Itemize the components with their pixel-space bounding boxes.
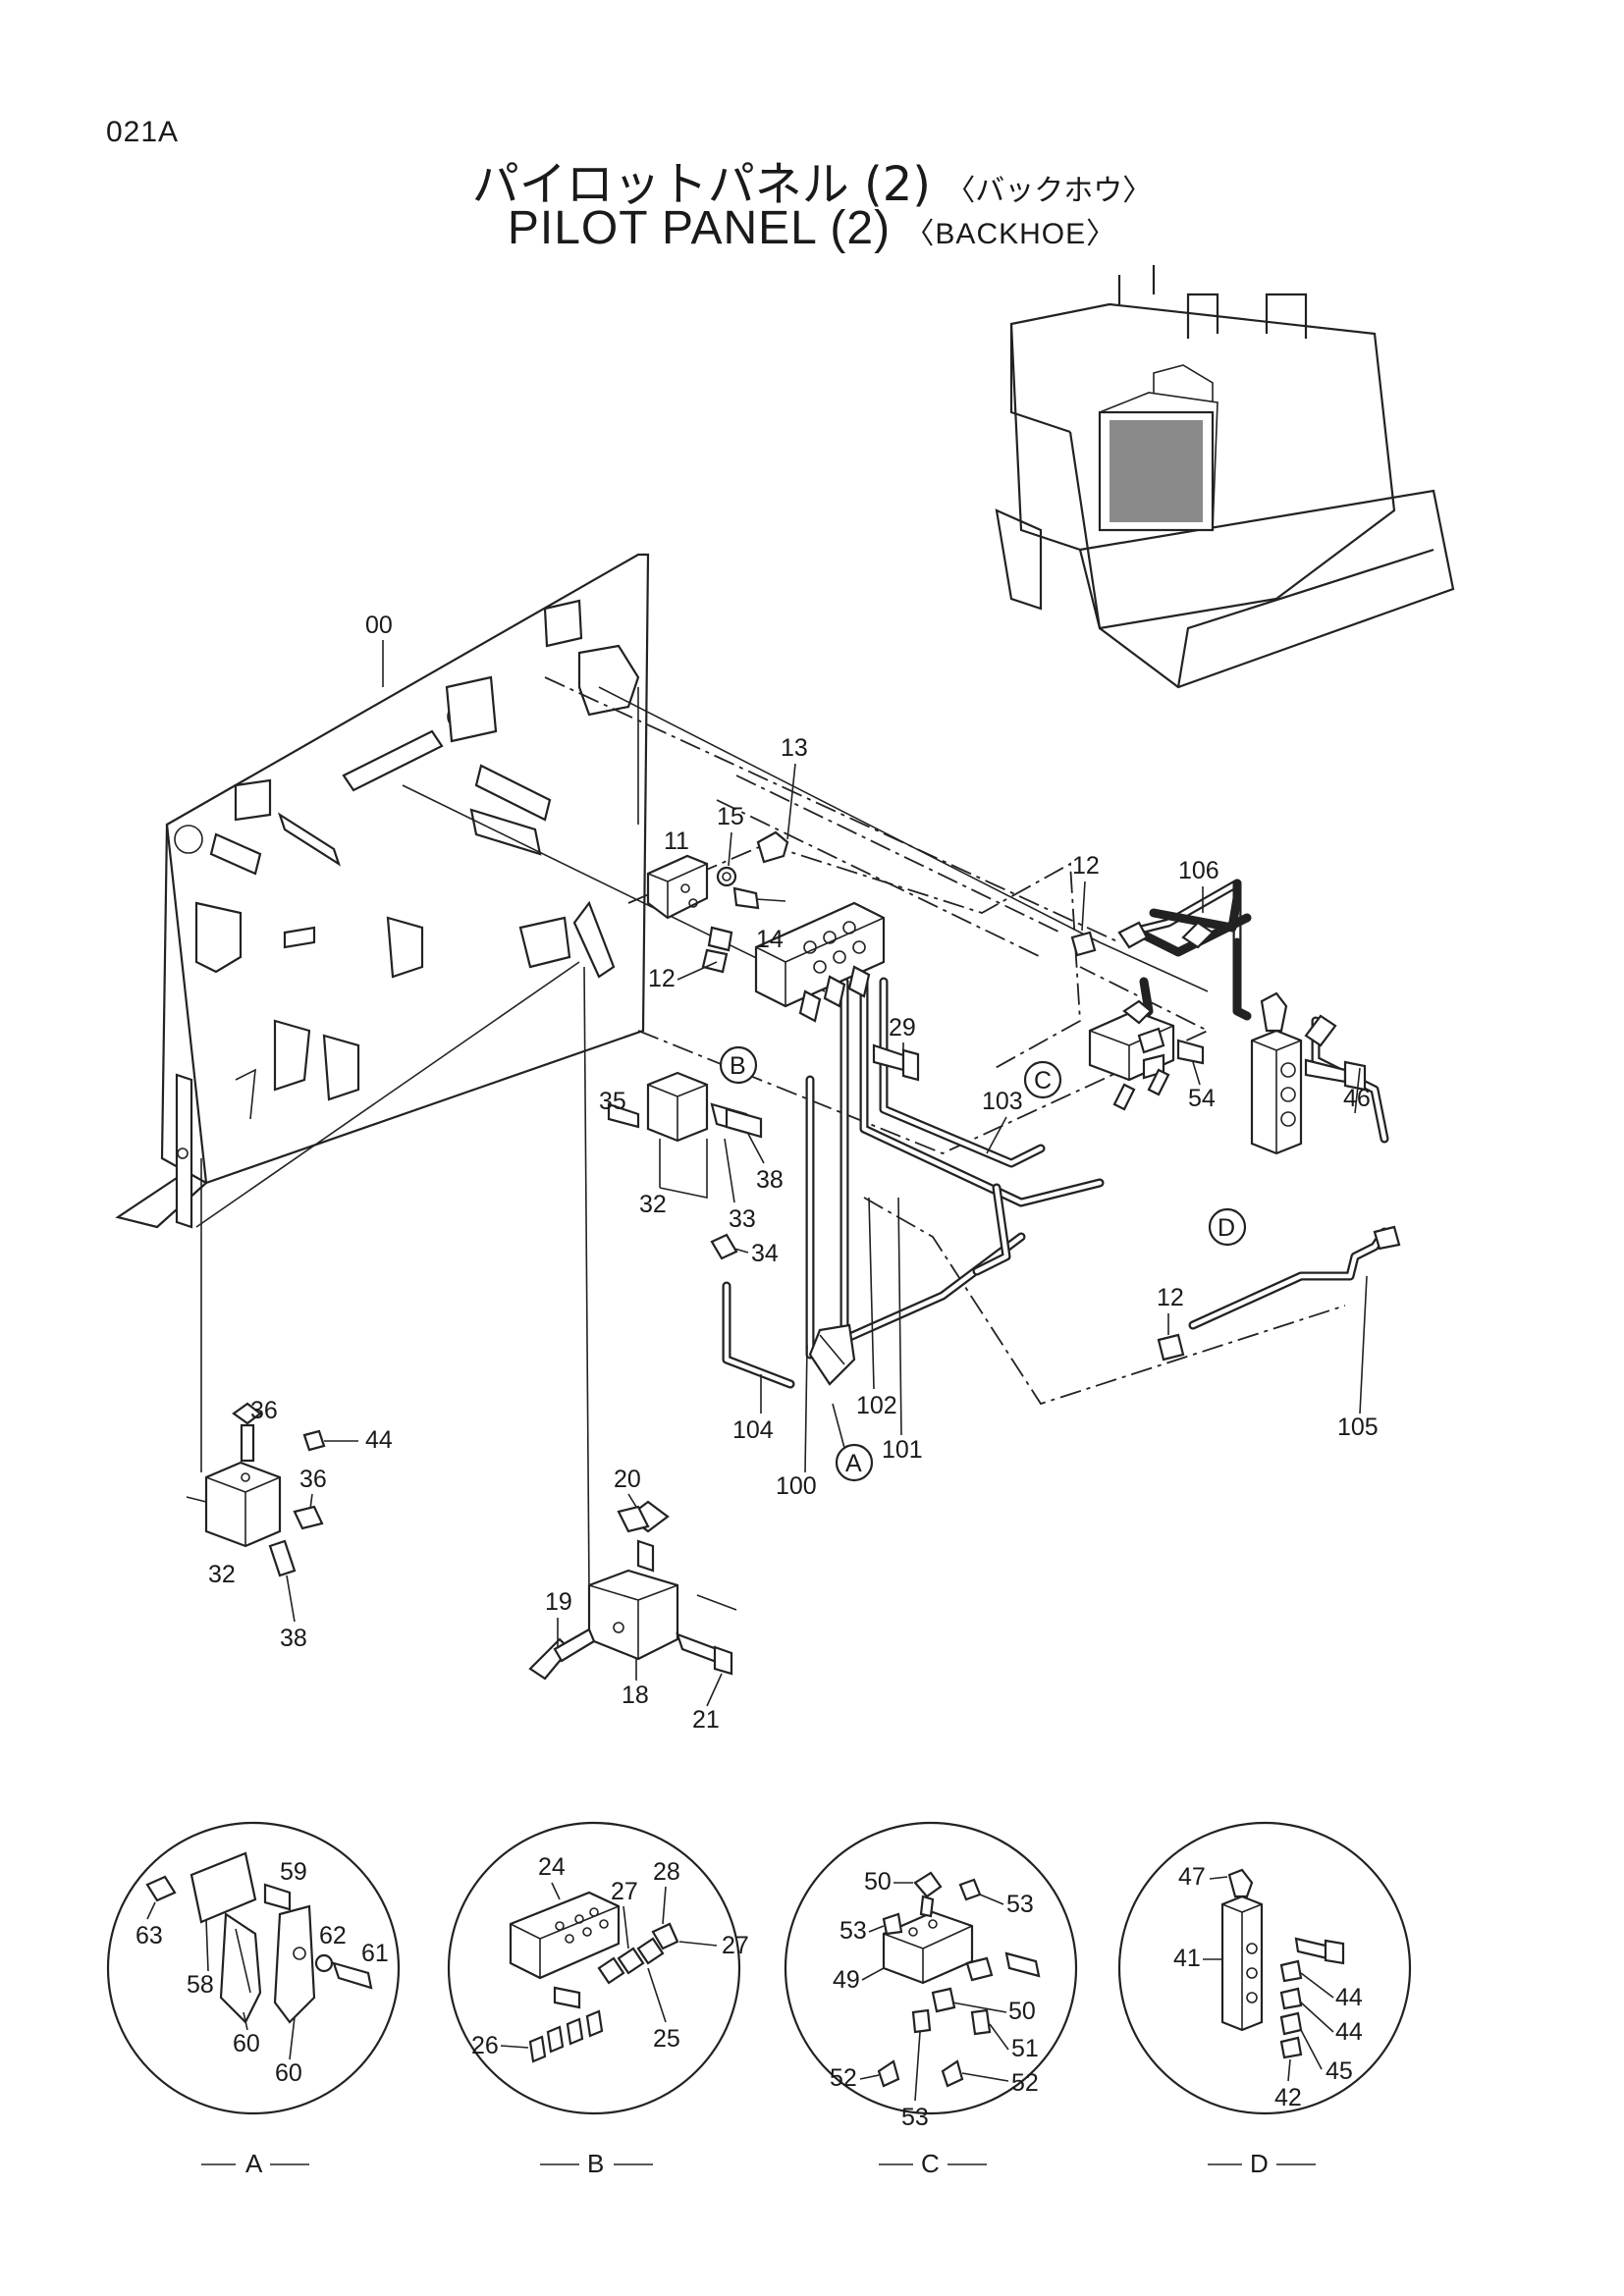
callout-38-lower: 38 bbox=[280, 1625, 307, 1652]
title-japanese: パイロットパネル (2) 〈バックホウ〉 bbox=[0, 145, 1624, 214]
detail-D-label-44b: 44 bbox=[1335, 2018, 1363, 2046]
detail-A-letter: A bbox=[245, 2149, 263, 2178]
view-marker-D: D bbox=[1218, 1214, 1235, 1242]
detail-A-label-61: 61 bbox=[361, 1940, 389, 1967]
detail-D-label-42: 42 bbox=[1274, 2084, 1302, 2111]
title-english: PILOT PANEL (2) 〈BACKHOE〉 bbox=[0, 201, 1624, 255]
fittings-12-and-54 bbox=[1070, 921, 1401, 1362]
callout-35: 35 bbox=[599, 1088, 626, 1115]
valve-block-D bbox=[1250, 991, 1367, 1155]
callout-11: 11 bbox=[664, 828, 689, 855]
detail-view-A: 59 63 58 60 60 62 61 A bbox=[106, 1821, 401, 2178]
view-marker-B: B bbox=[730, 1052, 746, 1080]
detail-D-label-47: 47 bbox=[1178, 1863, 1206, 1891]
detail-B-label-27b: 27 bbox=[722, 1932, 749, 1959]
block-32-lower-assembly bbox=[186, 1402, 326, 1577]
detail-C-label-53b: 53 bbox=[839, 1917, 867, 1945]
callout-19: 19 bbox=[545, 1588, 572, 1616]
pilot-panel-plate bbox=[115, 553, 650, 1229]
detail-C-label-52b: 52 bbox=[1011, 2069, 1039, 2097]
callout-13: 13 bbox=[781, 734, 808, 762]
detail-D-label-41: 41 bbox=[1173, 1945, 1201, 1972]
detail-A-label-60b: 60 bbox=[275, 2059, 302, 2087]
callout-21: 21 bbox=[692, 1706, 720, 1734]
callout-20: 20 bbox=[614, 1466, 641, 1493]
callout-36-upper: 36 bbox=[250, 1397, 278, 1424]
detail-A-label-59: 59 bbox=[280, 1858, 307, 1886]
detail-B-letter: B bbox=[587, 2149, 604, 2178]
detail-B-label-24: 24 bbox=[538, 1853, 566, 1881]
detail-C-letter: C bbox=[921, 2149, 940, 2178]
callout-38-upper: 38 bbox=[756, 1166, 784, 1194]
detail-A-label-63: 63 bbox=[135, 1922, 163, 1949]
view-markers: B C D A bbox=[719, 1045, 1247, 1482]
detail-C-label-53a: 53 bbox=[1006, 1891, 1034, 1918]
detail-B-label-26: 26 bbox=[471, 2032, 499, 2059]
valve-block-B bbox=[754, 901, 886, 1023]
title-japanese-sub: 〈バックホウ〉 bbox=[946, 174, 1153, 208]
block-18-assembly bbox=[528, 1500, 737, 1681]
callout-104: 104 bbox=[732, 1416, 774, 1444]
clamp-A bbox=[808, 1323, 856, 1386]
detail-C-label-50b: 50 bbox=[1008, 1998, 1036, 2025]
valve-block-11 bbox=[646, 854, 709, 920]
detail-C-label-51: 51 bbox=[1011, 2035, 1039, 2062]
title-japanese-main: パイロットパネル (2) bbox=[471, 157, 931, 212]
detail-A-label-62: 62 bbox=[319, 1922, 347, 1949]
callout-32-upper: 32 bbox=[639, 1191, 667, 1218]
callout-33: 33 bbox=[729, 1205, 756, 1233]
detail-view-C: 50 53 53 49 50 51 52 52 53 C bbox=[784, 1821, 1078, 2178]
detail-C-label-53c: 53 bbox=[901, 2104, 929, 2131]
callout-00: 00 bbox=[365, 612, 393, 639]
fittings-13-15-14 bbox=[701, 830, 789, 974]
callout-105: 105 bbox=[1337, 1414, 1379, 1441]
detail-view-D: 47 41 44 44 45 42 D bbox=[1117, 1821, 1412, 2178]
block-32-and-bolts bbox=[607, 1071, 763, 1260]
callout-103: 103 bbox=[982, 1088, 1023, 1115]
view-marker-A: A bbox=[845, 1450, 862, 1477]
detail-A-label-58: 58 bbox=[187, 1971, 214, 1999]
callout-12-lower: 12 bbox=[1157, 1284, 1184, 1311]
callout-34: 34 bbox=[751, 1240, 779, 1267]
callout-101: 101 bbox=[882, 1436, 923, 1464]
detail-B-label-25: 25 bbox=[653, 2025, 680, 2053]
detail-A-label-60a: 60 bbox=[233, 2030, 260, 2057]
detail-B-label-28: 28 bbox=[653, 1858, 680, 1886]
callout-102: 102 bbox=[856, 1392, 897, 1419]
callout-18: 18 bbox=[622, 1682, 649, 1709]
valve-block-C bbox=[1088, 999, 1175, 1111]
view-marker-C: C bbox=[1034, 1067, 1052, 1095]
callout-32-lower: 32 bbox=[208, 1561, 236, 1588]
detail-D-letter: D bbox=[1250, 2149, 1269, 2178]
callout-12-left: 12 bbox=[648, 965, 676, 992]
callout-44-lower: 44 bbox=[365, 1426, 393, 1454]
detail-D-label-45: 45 bbox=[1326, 2057, 1353, 2085]
callout-100: 100 bbox=[776, 1472, 817, 1500]
callout-54: 54 bbox=[1188, 1085, 1216, 1112]
detail-C-label-50a: 50 bbox=[864, 1868, 892, 1896]
callout-36-lower: 36 bbox=[299, 1466, 327, 1493]
reference-leader-lines bbox=[195, 686, 1209, 1591]
callout-labels: 00 13 15 11 14 12 12 106 29 46 54 35 32 … bbox=[208, 612, 1379, 1734]
title-english-sub: 〈BACKHOE〉 bbox=[904, 218, 1117, 250]
detail-view-B: 24 27 28 27 25 26 B bbox=[447, 1821, 749, 2178]
callout-14: 14 bbox=[756, 926, 784, 953]
page-code: 021A bbox=[106, 116, 180, 148]
detail-B-label-27a: 27 bbox=[611, 1878, 638, 1905]
machine-location-inset bbox=[995, 265, 1455, 689]
callout-29: 29 bbox=[889, 1014, 916, 1041]
title-english-main: PILOT PANEL (2) bbox=[507, 202, 892, 254]
detail-C-label-49: 49 bbox=[833, 1966, 860, 1994]
detail-C-label-52a: 52 bbox=[830, 2064, 857, 2092]
callout-15: 15 bbox=[717, 803, 744, 830]
callout-12-upper: 12 bbox=[1072, 852, 1100, 880]
fittings-29 bbox=[872, 1043, 920, 1082]
callout-106: 106 bbox=[1178, 857, 1219, 884]
detail-D-label-44a: 44 bbox=[1335, 1984, 1363, 2011]
